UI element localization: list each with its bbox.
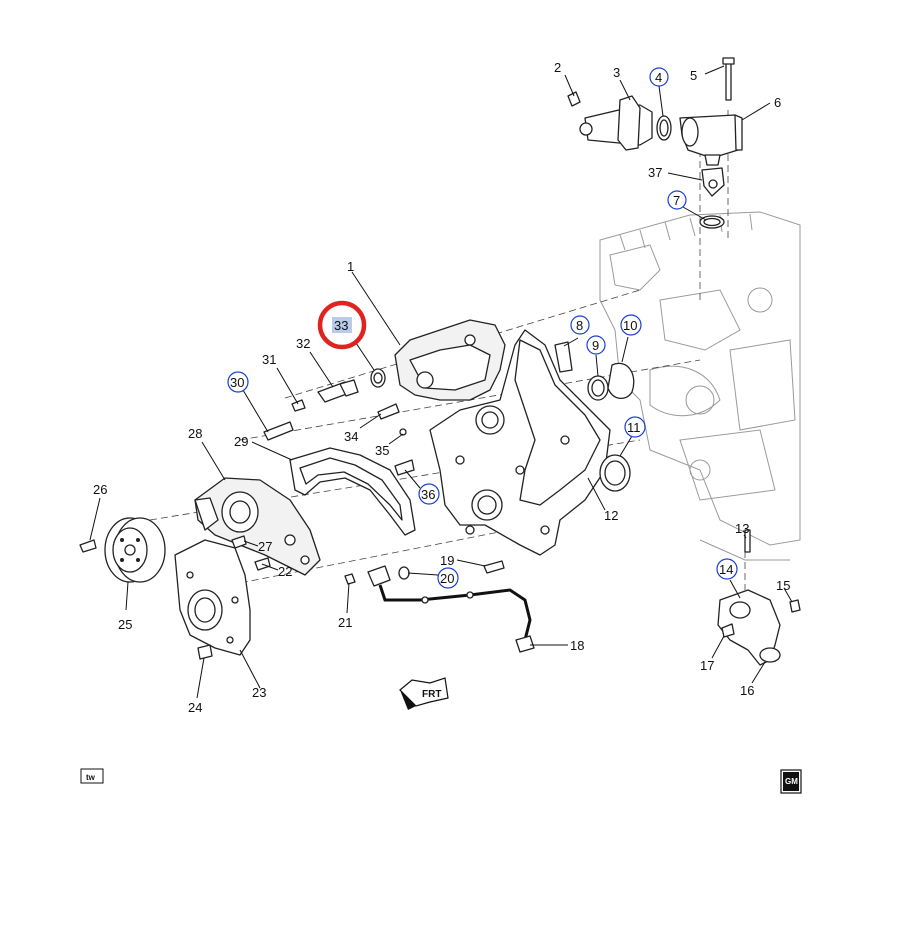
- callout-18: 18: [570, 638, 584, 653]
- water-pump-pulley: [79, 517, 166, 583]
- callout-21: 21: [338, 615, 352, 630]
- callout-8: 8: [576, 318, 583, 333]
- callout-29: 29: [234, 434, 248, 449]
- callout-30-circle: [227, 371, 249, 393]
- callout-10: 10: [623, 318, 637, 333]
- callout-4-circle: [649, 67, 669, 87]
- callout-11: 11: [627, 420, 641, 435]
- gm-logo: GM: [780, 769, 802, 794]
- callout-15: 15: [776, 578, 790, 593]
- callout-6: 6: [774, 95, 781, 110]
- callout-7: 7: [673, 193, 680, 208]
- leader-lines: [89, 65, 793, 699]
- callout-20-circle: [437, 567, 459, 589]
- callout-12: 12: [604, 508, 618, 523]
- camshaft-actuator-group: [263, 368, 415, 476]
- callout-23: 23: [252, 685, 266, 700]
- callout-13: 13: [735, 521, 749, 536]
- front-arrow: FRT: [399, 677, 449, 710]
- callout-3: 3: [613, 65, 620, 80]
- callout-2: 2: [554, 60, 561, 75]
- callout-16: 16: [740, 683, 754, 698]
- callout-10-circle: [620, 314, 642, 336]
- callout-5: 5: [690, 68, 697, 83]
- gm-logo-text: GM: [785, 777, 798, 786]
- sensor-harness: [344, 560, 535, 653]
- callout-20: 20: [440, 571, 454, 586]
- callout-7-circle: [667, 190, 687, 210]
- callout-36: 36: [421, 487, 435, 502]
- callout-9: 9: [592, 338, 599, 353]
- water-pump: [194, 477, 321, 576]
- footer-tag-text: tw: [86, 773, 96, 782]
- callout-33-highlight: [332, 317, 352, 333]
- callout-34: 34: [344, 429, 358, 444]
- callout-4: 4: [655, 70, 662, 85]
- coolant-outlet: [717, 529, 801, 666]
- callout-8-circle: [570, 315, 590, 335]
- callout-22: 22: [278, 564, 292, 579]
- callout-14: 14: [719, 562, 733, 577]
- callout-36-circle: [418, 483, 440, 505]
- callout-35: 35: [375, 443, 389, 458]
- callout-31: 31: [262, 352, 276, 367]
- callout-11-circle: [624, 416, 646, 438]
- footer-tag-left: tw: [80, 768, 104, 784]
- callout-19: 19: [440, 553, 454, 568]
- thermostat-housing-group: [567, 57, 743, 229]
- callout-30: 30: [230, 375, 244, 390]
- water-pump-gasket: [289, 447, 416, 536]
- callout-33-annotation-ring: [317, 300, 367, 350]
- seals: [554, 341, 635, 492]
- timing-cover: [394, 319, 506, 401]
- oil-pump-cover: [174, 539, 251, 660]
- front-arrow-label: FRT: [422, 689, 441, 700]
- callout-28: 28: [188, 426, 202, 441]
- callout-9-circle: [586, 335, 606, 355]
- callout-1: 1: [347, 259, 354, 274]
- callout-25: 25: [118, 617, 132, 632]
- callout-37: 37: [648, 165, 662, 180]
- callout-24: 24: [188, 700, 202, 715]
- front-cover: [429, 329, 611, 556]
- engine-block: [599, 211, 801, 561]
- callout-32: 32: [296, 336, 310, 351]
- callout-labels: 1 2 3 4 5 6 7 8 9 10 11 12 13 14 15 16 1…: [93, 60, 790, 715]
- callout-17: 17: [700, 658, 714, 673]
- callout-33: 33: [334, 318, 348, 333]
- callout-14-circle: [716, 558, 738, 580]
- callout-27: 27: [258, 539, 272, 554]
- callout-26: 26: [93, 482, 107, 497]
